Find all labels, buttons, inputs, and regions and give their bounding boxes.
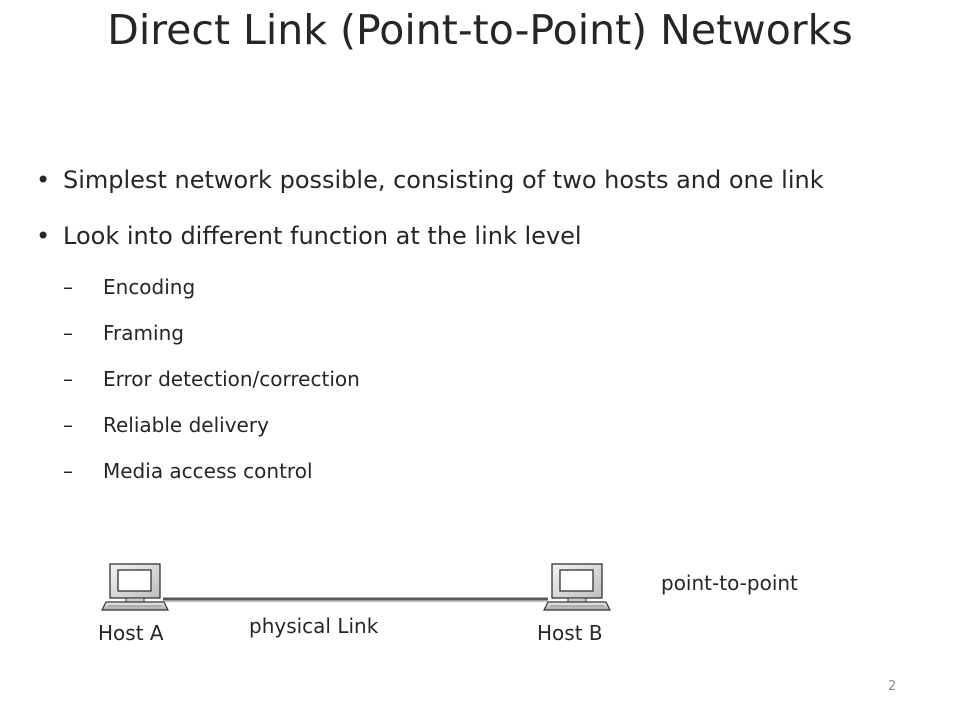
sub-list: – Encoding – Framing – Error detection/c… (63, 264, 886, 494)
sub-item: – Reliable delivery (63, 402, 886, 448)
bullet-list: • Simplest network possible, consisting … (36, 162, 886, 514)
dash-marker: – (63, 275, 73, 299)
bullet-item: • Look into different function at the li… (36, 218, 886, 494)
physical-link-label: physical Link (249, 614, 379, 638)
host-a-label: Host A (98, 621, 164, 645)
dash-marker: – (63, 367, 73, 391)
sub-item: – Encoding (63, 264, 886, 310)
sub-item: – Framing (63, 310, 886, 356)
sub-item-text: Framing (103, 321, 184, 345)
sub-item: – Error detection/correction (63, 356, 886, 402)
sub-item-text: Error detection/correction (103, 367, 360, 391)
sub-item-text: Reliable delivery (103, 413, 269, 437)
dash-marker: – (63, 321, 73, 345)
dash-marker: – (63, 459, 73, 483)
bullet-marker: • (36, 222, 51, 250)
bullet-item: • Simplest network possible, consisting … (36, 162, 886, 198)
host-b-label: Host B (537, 621, 603, 645)
dash-marker: – (63, 413, 73, 437)
topology-label: point-to-point (661, 571, 798, 595)
bullet-marker: • (36, 166, 51, 194)
computer-icon (543, 563, 611, 611)
sub-item: – Media access control (63, 448, 886, 494)
bullet-text: Simplest network possible, consisting of… (63, 166, 824, 194)
slide-title: Direct Link (Point-to-Point) Networks (107, 6, 853, 54)
sub-item-text: Media access control (103, 459, 313, 483)
sub-item-text: Encoding (103, 275, 196, 299)
computer-icon (101, 563, 169, 611)
page-number: 2 (888, 679, 897, 694)
bullet-text: Look into different function at the link… (63, 222, 582, 250)
